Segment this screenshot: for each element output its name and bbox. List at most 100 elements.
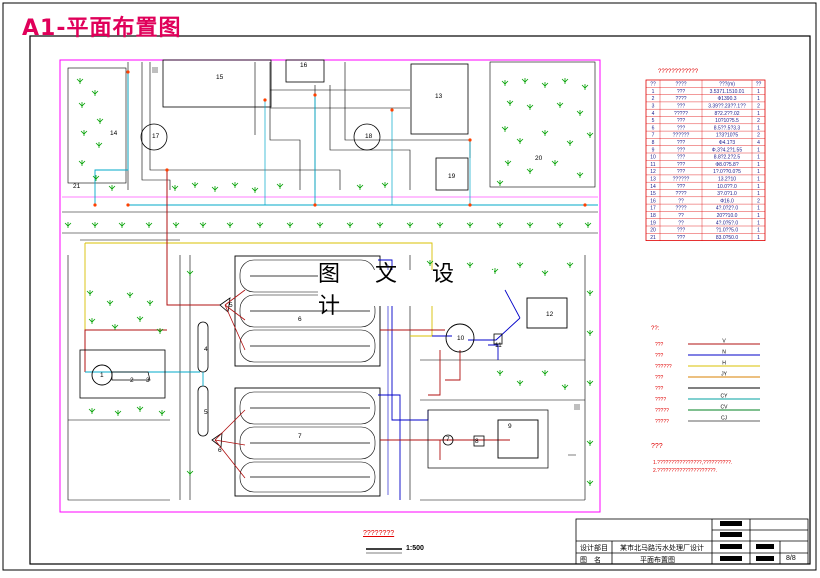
table-header-cell: ?? <box>650 82 656 88</box>
table-cell: ?1.0??5.0 <box>716 228 738 234</box>
tree-icon <box>506 100 514 106</box>
legend-label: ??? <box>655 353 664 359</box>
tree-icon <box>466 262 474 268</box>
unit-number-label: 6 <box>218 447 222 454</box>
title-block-sheet: 8/8 <box>786 555 796 562</box>
tree-icon <box>526 104 534 110</box>
tree-icon <box>504 160 512 166</box>
table-cell: ????? <box>674 111 688 117</box>
tree-icon <box>526 222 534 228</box>
table-cell: 2 <box>652 96 655 102</box>
table-cell: 13 <box>650 177 656 183</box>
table-cell: 13.2?10 <box>718 177 736 183</box>
table-cell: 8 <box>652 140 655 146</box>
legend-code: CJ <box>721 416 728 422</box>
table-cell: 5 <box>652 118 655 124</box>
title-block-name-label: 图 名 <box>580 557 601 564</box>
unit-number-label: 5 <box>229 302 233 309</box>
scale-title: ???????? <box>363 530 395 537</box>
tree-icon <box>516 380 524 386</box>
unit-number-label: 4 <box>204 346 208 353</box>
table-cell: 1 <box>757 184 760 190</box>
tree-icon <box>426 260 434 266</box>
tree-icon <box>576 172 584 178</box>
tree-icon <box>186 470 194 476</box>
table-cell: ??? <box>677 118 686 124</box>
tree-icon <box>526 168 534 174</box>
tree-icon <box>106 300 114 306</box>
tree-icon <box>171 185 179 191</box>
tree-icon <box>584 222 592 228</box>
table-cell: 1 <box>757 125 760 131</box>
tree-icon <box>96 118 104 124</box>
unit-number-label: 17 <box>152 133 160 140</box>
table-cell: 14 <box>650 184 656 190</box>
table-cell: ???? <box>675 206 686 212</box>
tree-icon <box>146 300 154 306</box>
unit-2-3-area <box>79 349 166 399</box>
fountain-19 <box>353 123 381 151</box>
table-cell: 4?.0?5?.0 <box>716 220 738 226</box>
legend-code: H <box>722 361 726 367</box>
tree-icon <box>376 222 384 228</box>
unit-number-label: 21 <box>73 183 81 190</box>
site-boundary <box>59 59 601 513</box>
tree-icon <box>556 222 564 228</box>
tree-icon <box>91 222 99 228</box>
legend-label: ????? <box>655 408 669 414</box>
table-header-cell: ???? <box>675 82 686 88</box>
unit-number-label: 8 <box>475 438 479 445</box>
table-cell: 3 <box>652 104 655 110</box>
building-15 <box>67 67 127 184</box>
table-cell: 1 <box>757 111 760 117</box>
building-17 <box>162 59 272 108</box>
scale-label: 1:500 <box>406 545 424 552</box>
table-cell: ??? <box>677 104 686 110</box>
legend-code: JY <box>721 372 728 378</box>
tree-icon <box>496 370 504 376</box>
legend-label: ?????? <box>655 364 672 370</box>
legend-title: ??: <box>651 326 660 332</box>
tree-icon <box>156 328 164 334</box>
tree-icon <box>95 142 103 148</box>
table-cell: 20 <box>650 228 656 234</box>
unit-10 <box>497 419 539 459</box>
table-cell: ??? <box>677 155 686 161</box>
tree-icon <box>108 185 116 191</box>
tree-icon <box>78 160 86 166</box>
table-cell: ??? <box>677 184 686 190</box>
tree-icon <box>541 82 549 88</box>
table-cell: 15 <box>650 191 656 197</box>
inner-border <box>29 35 811 565</box>
table-cell: 12 <box>650 169 656 175</box>
title-block-project: 某市北马路污水处理厂设计 <box>620 545 704 552</box>
tree-icon <box>91 90 99 96</box>
table-cell: 3?.0?1.0 <box>717 191 737 197</box>
title-block <box>575 518 809 565</box>
tree-icon <box>586 380 594 386</box>
table-cell: ?????? <box>673 133 690 139</box>
table-cell: 83.0?50.0 <box>716 235 738 241</box>
watermark: 图 文 设 计 <box>318 262 494 319</box>
tree-icon <box>316 222 324 228</box>
title-block-dept: 设计部目 <box>580 545 608 552</box>
tree-icon <box>231 182 239 188</box>
unit-13 <box>526 297 568 329</box>
table-cell: 1 <box>757 235 760 241</box>
legend-label: ??? <box>655 386 664 392</box>
unit-number-label: 10 <box>457 335 465 342</box>
tree-icon <box>111 324 119 330</box>
table-cell: 20??10.0 <box>717 213 738 219</box>
table-cell: 1 <box>757 177 760 183</box>
tree-icon <box>136 316 144 322</box>
tree-icon <box>556 102 564 108</box>
unit-8 <box>442 434 454 446</box>
tree-icon <box>88 318 96 324</box>
table-cell: 7 <box>652 133 655 139</box>
table-cell: 10.0??.0 <box>717 184 737 190</box>
tree-icon <box>276 183 284 189</box>
legend-label: ??? <box>655 342 664 348</box>
notes-title: ??? <box>651 443 663 450</box>
